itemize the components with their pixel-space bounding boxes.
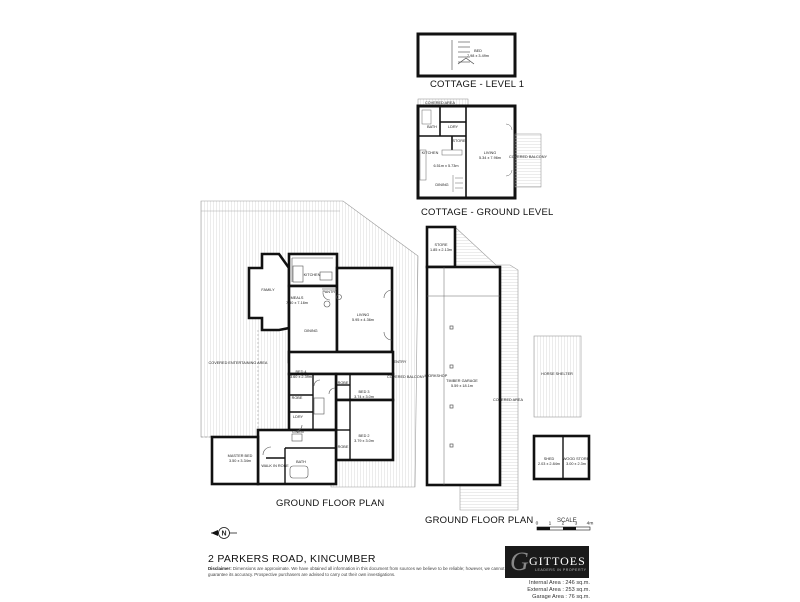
room-label: STORE bbox=[434, 243, 447, 247]
room-labels: BED 7.98 x 3.49m COVERED AREA BATH LDRY … bbox=[209, 49, 590, 468]
room-label: WORKSHOP bbox=[425, 374, 448, 378]
room-dim: 2.03 x 2.84m bbox=[538, 462, 560, 466]
room-label: BATH bbox=[427, 125, 437, 129]
house-ground-floor-plan bbox=[200, 200, 419, 488]
room-label: MASTER BED bbox=[228, 454, 253, 458]
room-label: LIVING bbox=[484, 151, 496, 155]
logo-mark: G bbox=[510, 547, 529, 576]
room-label: LIVING bbox=[357, 313, 369, 317]
room-label: DINING bbox=[435, 183, 448, 187]
room-label: WALK IN ROBE bbox=[261, 464, 289, 468]
stair-arrow-icon bbox=[457, 57, 475, 65]
room-label: LDRY bbox=[448, 125, 459, 129]
room-label: SHED bbox=[544, 457, 555, 461]
room-dim: 3.00 x 2.3m bbox=[566, 462, 586, 466]
room-dim: 7.80 x 7.16m bbox=[286, 301, 308, 305]
room-dim: 3.79 x 3.0m bbox=[354, 439, 374, 443]
scale-tick: 4m bbox=[587, 521, 594, 527]
room-dim: 6.51m x 5.73m bbox=[433, 164, 458, 168]
cottage-level1-heading: COTTAGE - LEVEL 1 bbox=[430, 79, 525, 90]
agency-logo: G GITTOES LEADERS IN PROPERTY bbox=[505, 546, 589, 578]
room-label: BED 2 bbox=[359, 434, 370, 438]
cottage-ground-plan bbox=[416, 98, 542, 200]
room-dim: 5.34 x 7.96m bbox=[479, 156, 501, 160]
scale-tick: 3 bbox=[575, 521, 578, 527]
room-label: WOOD STORE bbox=[563, 457, 590, 461]
room-label: MEALS bbox=[291, 296, 304, 300]
scale-label: SCALE bbox=[557, 518, 577, 524]
scale-tick: 0 bbox=[536, 521, 539, 527]
room-label: PANTRY bbox=[322, 290, 338, 294]
room-dim: 5.59 x 18.1m bbox=[451, 384, 473, 388]
room-label: STORE bbox=[452, 139, 465, 143]
room-label: FAMILY bbox=[261, 288, 275, 292]
shed-plan-heading: GROUND FLOOR PLAN bbox=[425, 515, 534, 526]
logo-tagline: LEADERS IN PROPERTY bbox=[535, 568, 587, 572]
room-label: ENTRY bbox=[394, 360, 407, 364]
room-label: BED 3 bbox=[359, 390, 370, 394]
area-summary: Internal Area : 246 sq.m. External Area … bbox=[506, 580, 590, 602]
room-label: ROBE bbox=[338, 381, 349, 385]
room-label: BED bbox=[474, 49, 482, 53]
room-label: HORSE SHELTER bbox=[541, 372, 573, 376]
room-dim: 3.60 x 2.39m bbox=[290, 375, 312, 379]
room-dim: 1.85 x 2.13m bbox=[430, 248, 452, 252]
room-label: LDRY bbox=[293, 415, 304, 419]
room-label: KITCHEN bbox=[304, 273, 321, 277]
disclaimer-label: Disclaimer: bbox=[208, 566, 232, 571]
north-compass-icon: N bbox=[211, 527, 237, 539]
house-plan-heading: GROUND FLOOR PLAN bbox=[276, 498, 385, 509]
external-area: External Area : 253 sq.m. bbox=[527, 587, 590, 594]
property-address: 2 PARKERS ROAD, KINCUMBER bbox=[208, 553, 376, 565]
room-label: COVERED ENTERTAINING AREA bbox=[209, 361, 268, 365]
logo-name: GITTOES bbox=[529, 554, 586, 568]
internal-area: Internal Area : 246 sq.m. bbox=[529, 580, 590, 586]
disclaimer-text: Dimensions are approximate. We have obta… bbox=[208, 566, 505, 577]
garage-area: Garage Area : 76 sq.m. bbox=[532, 594, 590, 601]
room-label: BATH bbox=[296, 460, 306, 464]
disclaimer: Disclaimer: Dimensions are approximate. … bbox=[208, 566, 508, 577]
room-label: ROBE bbox=[338, 445, 349, 449]
room-label: TIMBER GARAGE bbox=[446, 379, 478, 383]
room-label: BED 4 bbox=[296, 370, 307, 374]
scale-bar: 0 1 2 3 4m bbox=[536, 521, 594, 531]
room-dim: 7.98 x 3.49m bbox=[467, 54, 489, 58]
room-label: COVERED BALCONY bbox=[509, 155, 547, 159]
room-dim: 3.74 x 3.0m bbox=[354, 395, 374, 399]
compass-letter: N bbox=[221, 531, 226, 538]
room-label: COVERED AREA bbox=[425, 101, 455, 105]
room-label: DINING bbox=[304, 329, 317, 333]
cottage-ground-heading: COTTAGE - GROUND LEVEL bbox=[421, 207, 554, 218]
scale-tick: 1 bbox=[549, 521, 552, 527]
shed-ground-floor-plan bbox=[425, 225, 591, 511]
scale-tick: 2 bbox=[562, 521, 565, 527]
room-label: ROBE bbox=[292, 396, 303, 400]
room-label: COVERED AREA bbox=[493, 398, 523, 402]
room-dim: 3.50 x 3.34m bbox=[229, 459, 251, 463]
room-dim: 5.95 x 4.36m bbox=[352, 318, 374, 322]
cottage-level1-plan bbox=[416, 32, 517, 78]
room-label: LINEN bbox=[292, 430, 303, 434]
room-label: KITCHEN bbox=[422, 151, 439, 155]
room-label: COVERED BALCONY bbox=[387, 375, 425, 379]
